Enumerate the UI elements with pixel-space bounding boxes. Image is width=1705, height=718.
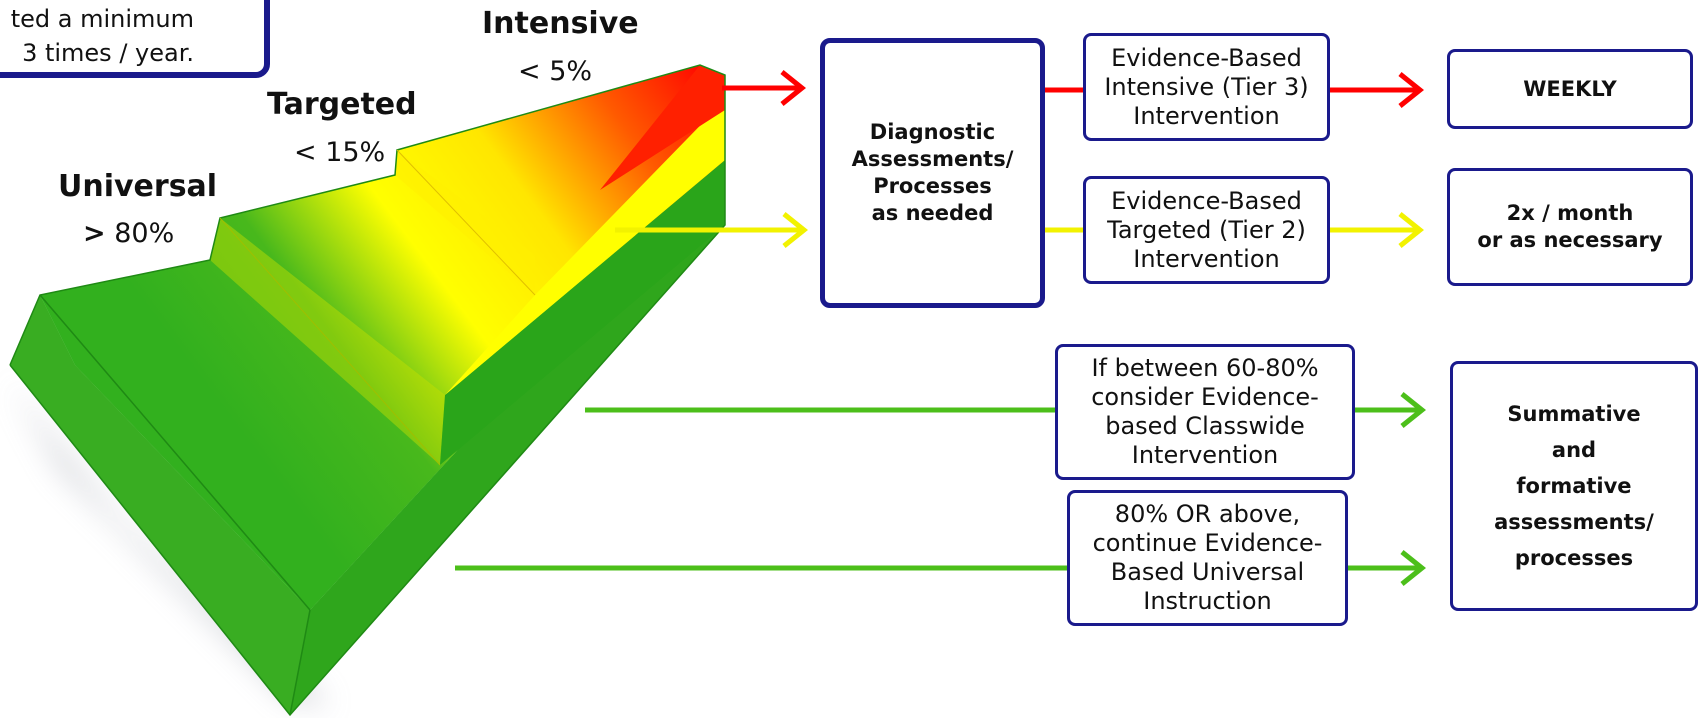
targeted-tier-percent: < 15% bbox=[294, 137, 386, 168]
targeted-tier-label: Targeted bbox=[267, 87, 417, 122]
green-arrowhead-1 bbox=[1400, 392, 1427, 428]
twice-monthly-frequency-box: 2x / month or as necessary bbox=[1447, 168, 1693, 286]
green-arrowhead-2 bbox=[1400, 550, 1427, 586]
stair-top-surface bbox=[40, 65, 725, 610]
intensive-tier-percent: < 5% bbox=[518, 56, 593, 87]
red-arrowhead-2 bbox=[1398, 72, 1425, 108]
screening-note-line1: ted a minimum bbox=[10, 5, 194, 33]
summative-formative-box: Summative and formative assessments/ pro… bbox=[1450, 361, 1698, 611]
universal-tier-label: Universal bbox=[58, 169, 218, 204]
yellow-arrowhead-1 bbox=[782, 212, 809, 248]
side-band-green bbox=[440, 160, 725, 465]
universal-instruction-box: 80% OR above, continue Evidence- Based U… bbox=[1067, 490, 1348, 626]
universal-tier-percent: > 80% bbox=[83, 218, 174, 250]
weekly-frequency-box: WEEKLY bbox=[1447, 49, 1693, 129]
front-corner bbox=[289, 609, 311, 716]
red-arrowhead-1 bbox=[780, 70, 807, 106]
targeted-riser bbox=[210, 218, 445, 465]
step-edge-1 bbox=[219, 217, 441, 466]
tier3-intervention-box: Evidence-Based Intensive (Tier 3) Interv… bbox=[1083, 33, 1330, 141]
greater-than-symbol: > bbox=[83, 218, 106, 249]
side-band-red-top bbox=[600, 65, 725, 190]
front-edge bbox=[39, 294, 311, 611]
screening-note-line2: 3 times / year. bbox=[22, 39, 194, 67]
yellow-arrowhead-2 bbox=[1398, 212, 1425, 248]
universal-percent-value: 80% bbox=[105, 218, 175, 249]
staircase-left-face bbox=[10, 295, 310, 715]
screening-note-box: ted a minimum 3 times / year. bbox=[0, 0, 270, 78]
tier2-intervention-box: Evidence-Based Targeted (Tier 2) Interve… bbox=[1083, 176, 1330, 284]
diagnostic-assessments-box: Diagnostic Assessments/ Processes as nee… bbox=[820, 38, 1045, 308]
intensive-tier-label: Intensive bbox=[482, 6, 639, 41]
step-edge-2 bbox=[396, 149, 536, 296]
classwide-intervention-box: If between 60-80% consider Evidence- bas… bbox=[1055, 344, 1355, 480]
side-band-yellow bbox=[445, 100, 725, 395]
